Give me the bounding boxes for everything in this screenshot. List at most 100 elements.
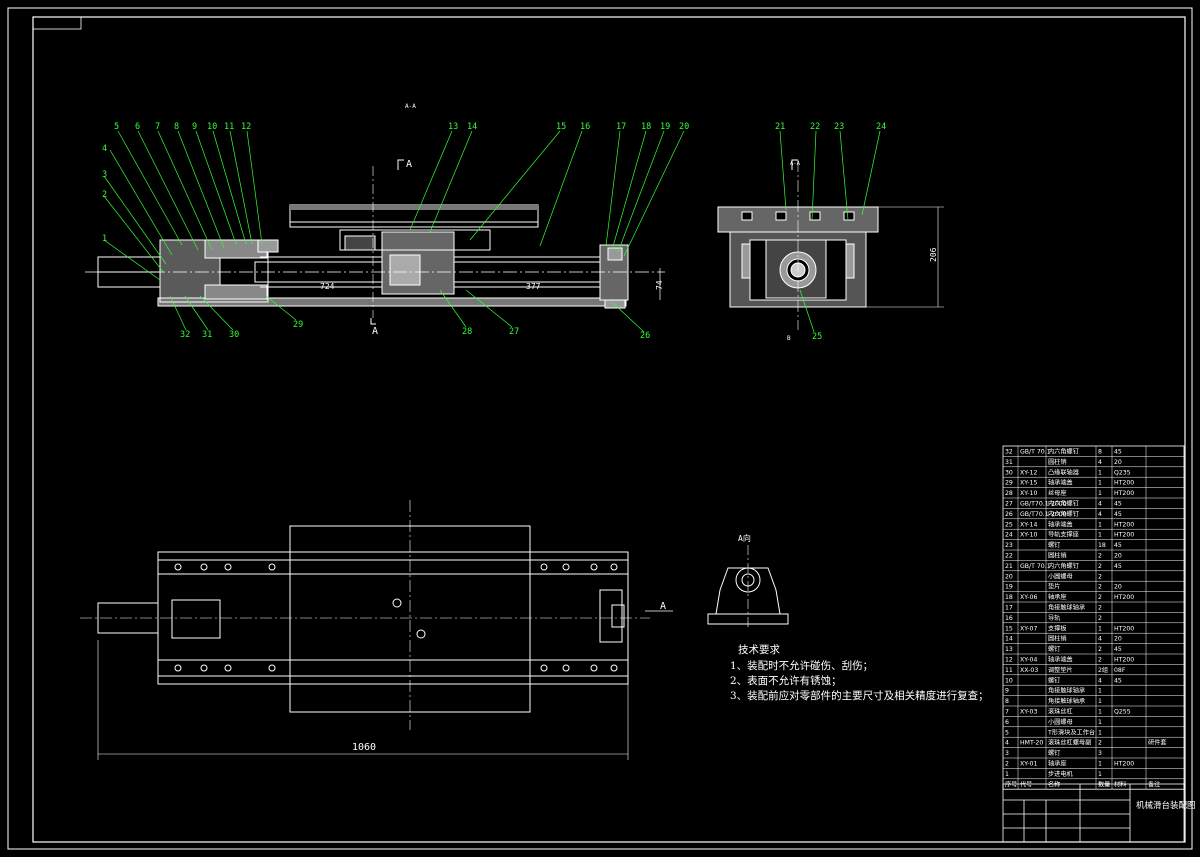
bom-cell-no: 10 bbox=[1005, 677, 1013, 684]
balloon-6: 6 bbox=[135, 122, 140, 132]
inner-border bbox=[32, 16, 1186, 843]
bom-cell-qty: 1 bbox=[1098, 480, 1102, 487]
balloon-32: 32 bbox=[180, 330, 190, 340]
bom-cell-name: 角接触球轴承 bbox=[1048, 604, 1085, 612]
bom-cell-qty: 2 bbox=[1098, 563, 1102, 570]
bom-cell-no: 11 bbox=[1005, 667, 1013, 674]
bom-cell-no: 19 bbox=[1005, 584, 1013, 591]
note-1: 1、装配时不允许碰伤、刮伤； bbox=[730, 659, 873, 672]
dim-1060: 1060 bbox=[352, 742, 376, 753]
balloon-22: 22 bbox=[810, 122, 820, 132]
bom-cell-code: GB/T70.1-2000 bbox=[1020, 501, 1067, 508]
bom-cell-no: 28 bbox=[1005, 490, 1013, 497]
bom-cell-material: HT200 bbox=[1114, 521, 1134, 528]
balloon-25: 25 bbox=[812, 332, 822, 342]
bom-cell-name: 导轨支撑座 bbox=[1048, 531, 1079, 539]
side-leaders bbox=[779, 130, 881, 333]
bom-cell-remark: 研件套 bbox=[1148, 739, 1167, 747]
dim-377: 377 bbox=[526, 282, 541, 291]
bom-cell-no: 8 bbox=[1005, 698, 1009, 705]
bom-cell-qty: 1 bbox=[1098, 709, 1102, 716]
bom-cell-qty: 1 bbox=[1098, 532, 1102, 539]
bom-cell-no: 3 bbox=[1005, 750, 1009, 757]
bom-cell-qty: 1 bbox=[1098, 469, 1102, 476]
bom-cell-name: 导轨 bbox=[1048, 614, 1060, 622]
bom-cell-code: GB/T70.1-2000 bbox=[1020, 511, 1067, 518]
note-3: 3、装配前应对零部件的主要尺寸及相关精度进行复查； bbox=[730, 689, 989, 702]
balloon-10: 10 bbox=[207, 122, 217, 132]
bom-cell-material: HT200 bbox=[1114, 761, 1134, 768]
balloon-12: 12 bbox=[241, 122, 251, 132]
bom-cell-qty: 4 bbox=[1098, 501, 1102, 508]
bom-cell-code: XY-12 bbox=[1020, 469, 1037, 476]
bom-cell-name: 轴承端盖 bbox=[1048, 479, 1073, 487]
bom-cell-name: 内六角螺钉 bbox=[1048, 510, 1079, 518]
bom-cell-material: HT200 bbox=[1114, 490, 1134, 497]
bom-cell-code: XY-10 bbox=[1020, 490, 1037, 497]
bom-cell-name: 内六角螺钉 bbox=[1048, 500, 1079, 508]
bom-cell-code: XX-03 bbox=[1020, 667, 1038, 674]
bom-cell-name: 轴承端盖 bbox=[1048, 656, 1073, 664]
bom-cell-name: 调整垫片 bbox=[1048, 666, 1073, 674]
bom-cell-material: 45 bbox=[1114, 542, 1122, 549]
drawing-title: 机械滑台装配图 bbox=[1136, 800, 1196, 811]
bom-cell-no: 25 bbox=[1005, 521, 1013, 528]
bom-cell-material: 45 bbox=[1114, 646, 1122, 653]
balloon-24: 24 bbox=[876, 122, 886, 132]
balloon-29: 29 bbox=[293, 320, 303, 330]
balloon-20: 20 bbox=[679, 122, 689, 132]
bom-cell-material: 20 bbox=[1114, 459, 1122, 466]
bom-cell-no: 24 bbox=[1005, 532, 1013, 539]
bom-cell-no: 26 bbox=[1005, 511, 1013, 518]
notes-heading: 技术要求 bbox=[738, 643, 780, 656]
bom-cell-name: 螺钉 bbox=[1048, 541, 1060, 549]
bom-cell-name: 轴承座 bbox=[1048, 593, 1067, 601]
bom-cell-name: 螺钉 bbox=[1048, 749, 1060, 757]
balloon-1: 1 bbox=[102, 234, 107, 244]
front-section-view bbox=[85, 159, 665, 325]
bom-cell-code: HMT-20 bbox=[1020, 740, 1043, 747]
bom-cell-no: 27 bbox=[1005, 501, 1013, 508]
bom-cell-material: 20 bbox=[1114, 584, 1122, 591]
balloon-26: 26 bbox=[640, 331, 650, 341]
bom-cell-name: 步进电机 bbox=[1048, 770, 1074, 778]
bom-cell-code: XY-06 bbox=[1020, 594, 1037, 601]
bom-cell-name: 小圆螺母 bbox=[1048, 572, 1073, 580]
bom-cell-qty: 2 bbox=[1098, 605, 1102, 612]
bom-cell-qty: 1 bbox=[1098, 771, 1102, 778]
section-label-a-top: A bbox=[406, 159, 412, 170]
bom-cell-material: 45 bbox=[1114, 677, 1122, 684]
bom-cell-qty: 4 bbox=[1098, 636, 1102, 643]
bom-cell-qty: 4 bbox=[1098, 511, 1102, 518]
balloon-14: 14 bbox=[467, 122, 477, 132]
bom-cell-material: 45 bbox=[1114, 501, 1122, 508]
balloon-3: 3 bbox=[102, 170, 107, 180]
bom-cell-code: XY-03 bbox=[1020, 709, 1037, 716]
bom-cell-qty: 1 bbox=[1098, 729, 1102, 736]
bom-cell-qty: 4 bbox=[1098, 677, 1102, 684]
bom-cell-qty: 1 bbox=[1098, 490, 1102, 497]
bom-cell-qty: 4 bbox=[1098, 459, 1102, 466]
bom-cell-no: 17 bbox=[1005, 605, 1013, 612]
bom-cell-qty: 2 bbox=[1098, 615, 1102, 622]
bom-cell-qty: 1 bbox=[1098, 761, 1102, 768]
bom-cell-qty: 2 bbox=[1098, 584, 1102, 591]
balloon-11: 11 bbox=[224, 122, 234, 132]
bom-cell-name: 圆柱销 bbox=[1048, 458, 1067, 466]
bom-cell-material: HT200 bbox=[1114, 625, 1134, 632]
balloon-8: 8 bbox=[174, 122, 179, 132]
bom-cell-no: 32 bbox=[1005, 449, 1013, 456]
bom-cell-qty: 1 bbox=[1098, 688, 1102, 695]
corner-code-box bbox=[32, 16, 82, 30]
bom-cell-no: 16 bbox=[1005, 615, 1013, 622]
bom-cell-no: 23 bbox=[1005, 542, 1013, 549]
bom-cell-qty: 1 bbox=[1098, 719, 1102, 726]
bom-cell-code: XY-07 bbox=[1020, 625, 1037, 632]
bom-cell-no: 22 bbox=[1005, 553, 1013, 560]
bom-cell-material: 20 bbox=[1114, 553, 1122, 560]
section-label-a-bottom: A bbox=[372, 326, 378, 337]
balloon-21: 21 bbox=[775, 122, 785, 132]
bom-cell-no: 18 bbox=[1005, 594, 1013, 601]
